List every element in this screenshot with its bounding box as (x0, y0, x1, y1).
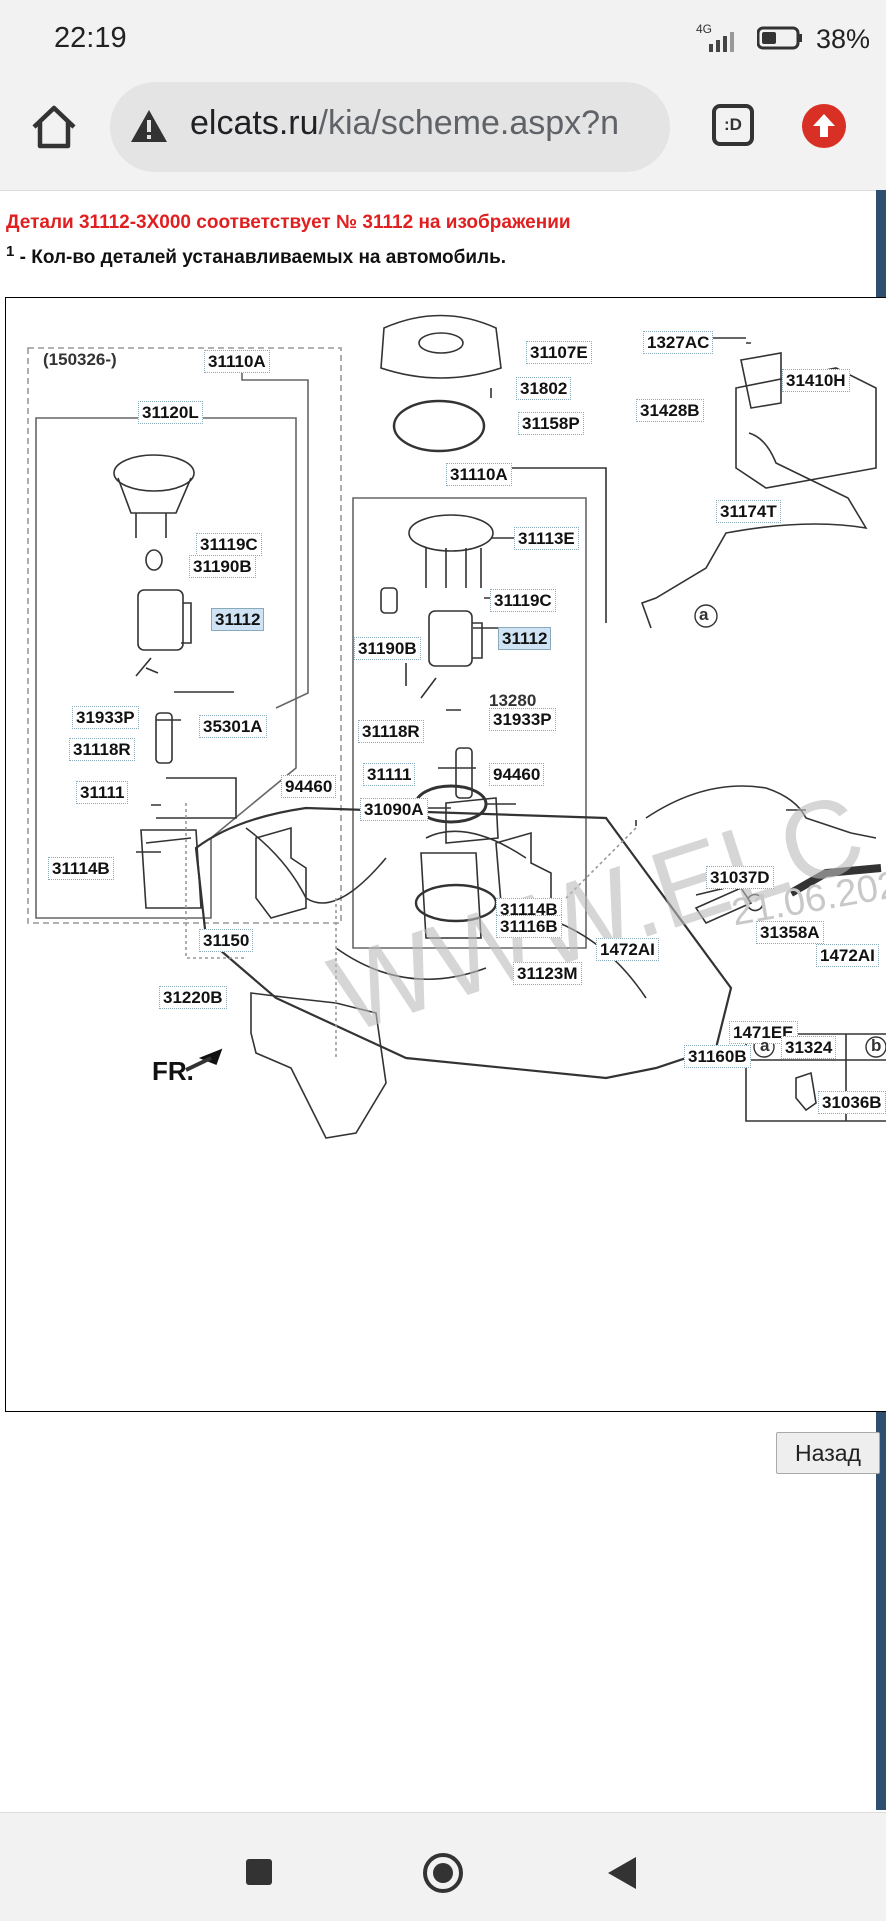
home-icon[interactable] (28, 101, 80, 153)
front-direction-label: FR. (152, 1056, 194, 1086)
part-1472AI-left[interactable]: 1472AI (596, 938, 659, 961)
table-label-b: b (871, 1036, 882, 1055)
part-31118R-right[interactable]: 31118R (358, 720, 424, 743)
part-31123M[interactable]: 31123M (513, 962, 582, 985)
part-31410H[interactable]: 31410H (782, 369, 850, 392)
part-31933P-left[interactable]: 31933P (72, 706, 139, 729)
url-host: elcats.ru (190, 104, 319, 142)
part-31190B-right[interactable]: 31190B (354, 637, 421, 660)
back-nav-icon[interactable] (608, 1857, 636, 1889)
part-31933P-right[interactable]: 31933P (489, 708, 556, 731)
address-bar[interactable]: elcats.ru/kia/scheme.aspx?n (110, 82, 670, 172)
part-31037D[interactable]: 31037D (706, 866, 774, 889)
part-31112-left[interactable]: 31112 (211, 608, 265, 631)
part-31802[interactable]: 31802 (516, 377, 572, 400)
part-31090A[interactable]: 31090A (360, 798, 428, 821)
part-31116B[interactable]: 31116B (496, 915, 562, 938)
part-31174T[interactable]: 31174T (716, 500, 781, 523)
recents-icon[interactable] (246, 1859, 272, 1885)
part-31110A-left[interactable]: 31110A (204, 350, 270, 373)
home-nav-icon[interactable] (423, 1853, 463, 1893)
url-path: /kia/scheme.aspx?n (318, 104, 620, 142)
back-button[interactable]: Назад (776, 1432, 880, 1474)
part-94460-left[interactable]: 94460 (281, 775, 337, 798)
part-35301A[interactable]: 35301A (199, 715, 267, 738)
clock: 22:19 (54, 22, 127, 54)
quantity-legend: 1 - Кол-во деталей устанавливаемых на ав… (6, 243, 507, 269)
part-31114B-left[interactable]: 31114B (48, 857, 114, 880)
part-31158P[interactable]: 31158P (518, 412, 584, 435)
legend-text: - Кол-во деталей устанавливаемых на авто… (14, 247, 507, 268)
part-31119C-left[interactable]: 31119C (196, 533, 262, 556)
part-13280[interactable]: 13280 (489, 691, 537, 710)
part-31107E[interactable]: 31107E (526, 341, 592, 364)
part-31220B[interactable]: 31220B (159, 986, 227, 1009)
part-31110A-right[interactable]: 31110A (446, 463, 512, 486)
update-button[interactable] (802, 104, 846, 148)
battery-icon (757, 26, 802, 50)
system-nav-bar (0, 1812, 886, 1921)
warning-icon[interactable] (130, 108, 168, 144)
part-31112-right[interactable]: 31112 (498, 627, 552, 650)
part-31160B[interactable]: 31160B (684, 1045, 751, 1068)
part-1471EE[interactable]: 1471EE (729, 1021, 798, 1044)
browser-toolbar: elcats.ru/kia/scheme.aspx?n :D (0, 78, 886, 191)
battery-percent: 38% (816, 24, 871, 54)
arrow-up-icon (813, 114, 835, 137)
part-31111-left[interactable]: 31111 (76, 781, 129, 804)
part-31119C-right[interactable]: 31119C (490, 589, 556, 612)
part-94460-right[interactable]: 94460 (489, 763, 545, 786)
label-a-marker: a (699, 605, 709, 624)
table-label-a: a (760, 1036, 770, 1055)
part-31113E[interactable]: 31113E (514, 527, 579, 550)
network-type: 4G (696, 22, 713, 36)
date-code-label: (150326-) (43, 350, 117, 369)
part-1472AI-right[interactable]: 1472AI (816, 944, 879, 967)
part-31150[interactable]: 31150 (199, 929, 254, 952)
page-title: Детали 31112-3X000 соответствует № 31112… (6, 212, 571, 233)
url-text[interactable]: elcats.ru/kia/scheme.aspx?n (190, 104, 660, 143)
status-bar: 22:19 4G 38% (0, 0, 886, 78)
part-31036B[interactable]: 31036B (818, 1091, 886, 1114)
part-31324[interactable]: 31324 (781, 1036, 837, 1059)
part-31358A[interactable]: 31358A (756, 921, 824, 944)
parts-diagram[interactable]: WWW.ELC 21.06.202 (150326-) 31110A 31120… (5, 297, 886, 1412)
part-31118R-left[interactable]: 31118R (69, 738, 135, 761)
part-1327AC[interactable]: 1327AC (643, 331, 714, 354)
legend-number: 1 (6, 243, 15, 260)
signal-icon (709, 32, 734, 52)
part-31428B[interactable]: 31428B (636, 399, 704, 422)
part-31190B-left[interactable]: 31190B (189, 555, 256, 578)
part-31120L[interactable]: 31120L (138, 401, 203, 424)
part-31111-right[interactable]: 31111 (363, 763, 416, 786)
diagram-drawing (27, 314, 886, 1139)
tab-switcher-button[interactable]: :D (712, 104, 754, 146)
